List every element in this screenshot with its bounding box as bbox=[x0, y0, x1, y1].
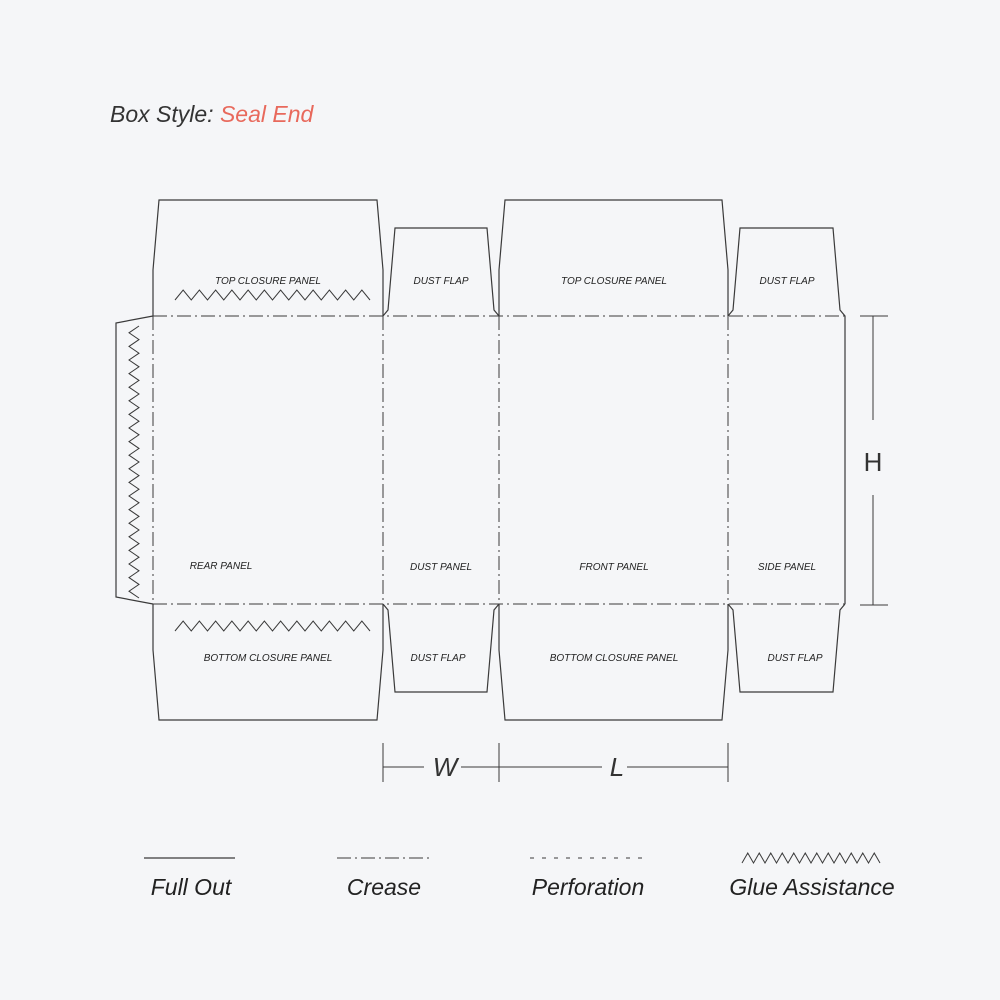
dust-flap-top-1-outline bbox=[382, 227, 500, 317]
height-label: H bbox=[864, 447, 883, 477]
length-label: L bbox=[610, 752, 624, 782]
legend-crease: Crease bbox=[347, 874, 421, 900]
cut-lines bbox=[115, 199, 846, 721]
rear-bottom-closure-label: BOTTOM CLOSURE PANEL bbox=[204, 653, 333, 664]
dust-flap-bottom-2-outline bbox=[727, 603, 846, 693]
glue-assistance-marks bbox=[128, 289, 371, 632]
width-label: W bbox=[433, 752, 460, 782]
rear-top-closure-outline bbox=[152, 199, 384, 316]
front-bottom-closure-outline bbox=[498, 604, 729, 721]
front-bottom-closure-label: BOTTOM CLOSURE PANEL bbox=[550, 653, 679, 664]
dust-flap-bottom-2-label: DUST FLAP bbox=[767, 653, 822, 664]
legend-glue-assistance: Glue Assistance bbox=[729, 874, 894, 900]
rear-panel-label: REAR PANEL bbox=[190, 561, 253, 572]
height-dimension bbox=[860, 315, 888, 606]
rear-top-closure-label: TOP CLOSURE PANEL bbox=[215, 276, 321, 287]
dust-flap-top-2-label: DUST FLAP bbox=[759, 276, 814, 287]
front-top-closure-outline bbox=[498, 199, 729, 316]
glue-flap-outline bbox=[115, 315, 154, 605]
dust-flap-top-1-label: DUST FLAP bbox=[413, 276, 468, 287]
box-style-value: Seal End bbox=[220, 101, 315, 127]
glue-swatch bbox=[741, 851, 881, 865]
dust-panel-label: DUST PANEL bbox=[410, 562, 472, 573]
dust-flap-bottom-1-outline bbox=[382, 603, 500, 693]
front-top-closure-label: TOP CLOSURE PANEL bbox=[561, 276, 667, 287]
box-style-title: Box Style: Seal End bbox=[110, 101, 314, 127]
width-length-dimension bbox=[382, 743, 729, 782]
rear-bottom-closure-outline bbox=[152, 604, 384, 721]
legend-perforation: Perforation bbox=[532, 874, 645, 900]
legend-full-out: Full Out bbox=[151, 874, 233, 900]
front-panel-label: FRONT PANEL bbox=[579, 562, 648, 573]
dust-flap-bottom-1-label: DUST FLAP bbox=[410, 653, 465, 664]
crease-lines bbox=[152, 315, 845, 605]
legend: Full Out Crease Perforation Glue Assista… bbox=[144, 851, 895, 900]
side-panel-label: SIDE PANEL bbox=[758, 562, 816, 573]
